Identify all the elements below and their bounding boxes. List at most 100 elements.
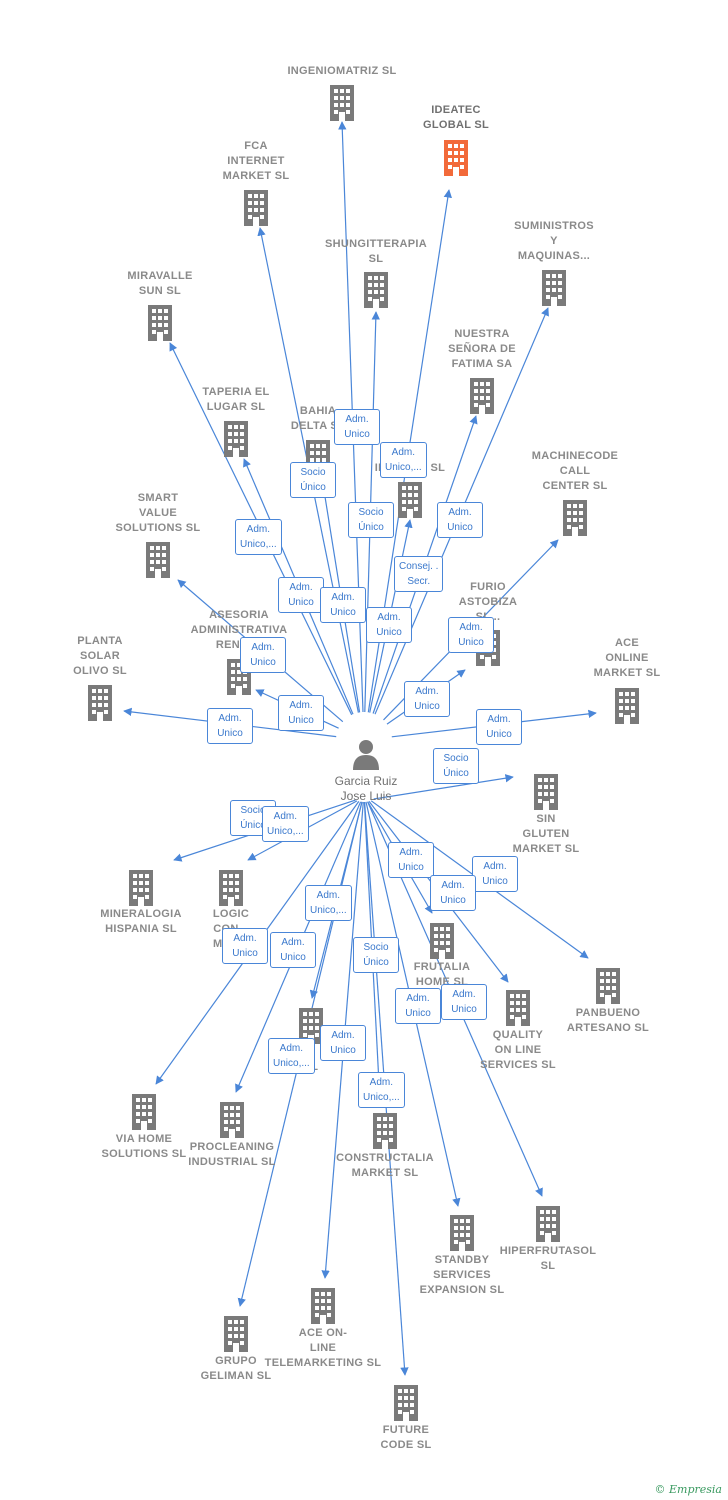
relation-label[interactable]: Adm. Unico	[476, 709, 522, 745]
relation-label[interactable]: Adm. Unico	[278, 577, 324, 613]
company-node-miravalle[interactable]: MIRAVALLE SUN SL	[100, 269, 220, 349]
relation-label[interactable]: Adm. Unico	[278, 695, 324, 731]
company-label: GRUPO GELIMAN SL	[200, 1355, 272, 1382]
relation-label[interactable]: Socio Único	[348, 502, 394, 538]
company-node-nuestra[interactable]: NUESTRA SEÑORA DE FATIMA SA	[422, 327, 542, 407]
building-icon	[441, 140, 471, 176]
building-icon	[593, 968, 623, 1004]
company-node-machinecode[interactable]: MACHINECODE CALL CENTER SL	[515, 449, 635, 529]
company-node-via_home[interactable]: VIA HOME SOLUTIONS SL	[84, 1094, 204, 1174]
company-node-geliman[interactable]: GRUPO GELIMAN SL	[176, 1316, 296, 1396]
relation-label[interactable]: Adm. Unico,...	[235, 519, 282, 555]
relation-label[interactable]: Adm. Unico	[395, 988, 441, 1024]
building-icon	[145, 305, 175, 341]
company-node-constructalia[interactable]: CONSTRUCTALIA MARKET SL	[325, 1113, 445, 1193]
company-node-suministros[interactable]: SUMINISTROS Y MAQUINAS...	[494, 219, 614, 299]
relation-label[interactable]: Adm. Unico	[240, 637, 286, 673]
building-icon	[503, 990, 533, 1026]
company-node-ace_telemarketing[interactable]: ACE ON- LINE TELEMARKETING SL	[263, 1288, 383, 1369]
brand-footer[interactable]: © Empresia	[654, 1483, 723, 1496]
building-icon	[533, 1206, 563, 1242]
company-node-sin_gluten[interactable]: SIN GLUTEN MARKET SL	[486, 774, 606, 855]
relation-label[interactable]: Adm. Unico	[366, 607, 412, 643]
company-node-ingeniomatriz[interactable]: INGENIOMATRIZ SL	[282, 64, 402, 144]
relation-label[interactable]: Adm. Unico,...	[262, 806, 309, 842]
company-label: SIN GLUTEN MARKET SL	[512, 813, 580, 855]
building-icon	[427, 923, 457, 959]
relation-label[interactable]: Adm. Unico	[207, 708, 253, 744]
company-node-hiperfrutasol[interactable]: HIPERFRUTASOL SL	[488, 1206, 608, 1286]
company-label: MIRAVALLE SUN SL	[127, 270, 193, 297]
company-node-ace_online[interactable]: ACE ONLINE MARKET SL	[567, 636, 687, 716]
company-label: VIA HOME SOLUTIONS SL	[101, 1133, 187, 1160]
company-node-shungitterapia[interactable]: SHUNGITTERAPIA SL	[316, 237, 436, 317]
relation-label[interactable]: Adm. Unico	[448, 617, 494, 653]
company-node-taperia[interactable]: TAPERIA EL LUGAR SL	[176, 385, 296, 465]
building-icon	[216, 870, 246, 906]
relation-label[interactable]: Adm. Unico,...	[268, 1038, 315, 1074]
building-icon	[361, 272, 391, 308]
company-node-mineralogia[interactable]: MINERALOGIA HISPANIA SL	[81, 870, 201, 950]
company-node-standby[interactable]: STANDBY SERVICES EXPANSION SL	[402, 1215, 522, 1296]
company-node-quality[interactable]: QUALITY ON LINE SERVICES SL	[458, 990, 578, 1071]
building-icon	[143, 542, 173, 578]
relation-label[interactable]: Adm. Unico	[270, 932, 316, 968]
building-icon	[221, 421, 251, 457]
building-icon	[370, 1113, 400, 1149]
company-label: SMART VALUE SOLUTIONS SL	[115, 492, 201, 534]
company-label: TAPERIA EL LUGAR SL	[202, 386, 270, 413]
company-label: CONSTRUCTALIA MARKET SL	[336, 1152, 434, 1179]
company-label: PLANTA SOLAR OLIVO SL	[73, 635, 127, 677]
relation-label[interactable]: Adm. Unico,...	[305, 885, 352, 921]
company-node-fca[interactable]: FCA INTERNET MARKET SL	[196, 139, 316, 219]
company-label: SHUNGITTERAPIA SL	[325, 238, 427, 265]
relation-label[interactable]: Adm. Unico	[388, 842, 434, 878]
relation-label[interactable]: Socio Único	[290, 462, 336, 498]
relation-label[interactable]: Adm. Unico,...	[358, 1072, 405, 1108]
relation-label[interactable]: Adm. Unico	[437, 502, 483, 538]
person-node[interactable]	[326, 738, 406, 775]
building-icon	[539, 270, 569, 306]
building-icon	[221, 1316, 251, 1352]
company-label: NUESTRA SEÑORA DE FATIMA SA	[448, 328, 516, 370]
building-icon	[467, 378, 497, 414]
building-icon	[241, 190, 271, 226]
company-label: SUMINISTROS Y MAQUINAS...	[514, 220, 594, 262]
company-node-procleaning[interactable]: PROCLEANING INDUSTRIAL SL	[172, 1102, 292, 1182]
building-icon	[126, 870, 156, 906]
relation-label[interactable]: Adm. Unico	[222, 928, 268, 964]
company-label: ACE ON- LINE TELEMARKETING SL	[264, 1327, 382, 1369]
relation-label[interactable]: Consej. . Secr.	[394, 556, 444, 592]
company-label: HIPERFRUTASOL SL	[499, 1245, 597, 1272]
company-label: INGENIOMATRIZ SL	[287, 65, 397, 77]
relation-label[interactable]: Adm. Unico	[320, 587, 366, 623]
relation-label[interactable]: Socio Único	[433, 748, 479, 784]
company-node-panbueno[interactable]: PANBUENO ARTESANO SL	[548, 968, 668, 1048]
building-icon	[391, 1385, 421, 1421]
building-icon	[85, 685, 115, 721]
company-node-ideatec[interactable]: IDEATEC GLOBAL SL	[396, 103, 516, 183]
company-label: QUALITY ON LINE SERVICES SL	[480, 1029, 556, 1071]
relation-label[interactable]: Adm. Unico	[334, 409, 380, 445]
company-node-asesoria[interactable]: ASESORIA ADMINISTRATIVA RENTAS	[179, 608, 299, 688]
building-icon	[560, 500, 590, 536]
company-label: IDEATEC GLOBAL SL	[422, 104, 490, 131]
company-node-planta[interactable]: PLANTA SOLAR OLIVO SL	[40, 634, 160, 714]
company-node-smart[interactable]: SMART VALUE SOLUTIONS SL	[98, 491, 218, 571]
relation-label[interactable]: Adm. Unico,...	[380, 442, 427, 478]
company-label: ACE ONLINE MARKET SL	[593, 637, 661, 679]
relation-label[interactable]: Socio Único	[353, 937, 399, 973]
company-node-future[interactable]: FUTURE CODE SL	[346, 1385, 466, 1465]
company-label: PROCLEANING INDUSTRIAL SL	[188, 1141, 276, 1168]
company-label: STANDBY SERVICES EXPANSION SL	[419, 1254, 505, 1296]
relation-label[interactable]: Adm. Unico	[404, 681, 450, 717]
building-icon	[447, 1215, 477, 1251]
company-label: FUTURE CODE SL	[380, 1424, 432, 1451]
relation-label[interactable]: Adm. Unico	[320, 1025, 366, 1061]
relation-label[interactable]: Adm. Unico	[430, 875, 476, 911]
person-name: Garcia Ruiz Jose Luis	[334, 774, 398, 803]
edge-sin_gluten	[373, 774, 514, 800]
relation-label[interactable]: Adm. Unico	[472, 856, 518, 892]
company-label: MACHINECODE CALL CENTER SL	[531, 450, 619, 492]
relation-label[interactable]: Adm. Unico	[441, 984, 487, 1020]
